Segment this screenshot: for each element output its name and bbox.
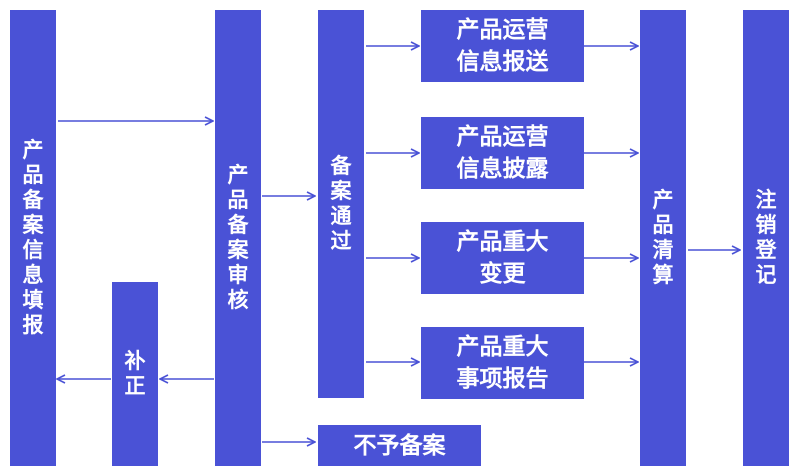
node-supplement: 补正 (112, 282, 158, 466)
node-liquidation: 产品清算 (640, 10, 686, 466)
node-filing-review: 产品备案审核 (215, 10, 261, 466)
node-liquidation-label: 产品清算 (652, 188, 674, 287)
node-filing-approved-label: 备案通过 (330, 154, 352, 253)
node-major-change: 产品重大 变更 (421, 222, 584, 294)
node-major-change-label: 产品重大 变更 (456, 229, 549, 287)
node-major-event-report-label: 产品重大 事项报告 (456, 334, 549, 392)
node-ops-info-disclosure: 产品运营 信息披露 (421, 117, 584, 189)
node-not-filed: 不予备案 (318, 425, 481, 466)
node-ops-info-report: 产品运营 信息报送 (421, 10, 584, 82)
node-deregistration: 注销登记 (743, 10, 789, 466)
node-deregistration-label: 注销登记 (755, 188, 777, 287)
node-filing-review-label: 产品备案审核 (227, 163, 249, 312)
node-supplement-label: 补正 (124, 349, 146, 398)
node-filing-approved: 备案通过 (318, 10, 364, 398)
node-filing-info-fill-label: 产品备案信息填报 (22, 138, 44, 337)
node-ops-info-report-label: 产品运营 信息报送 (456, 17, 549, 75)
node-filing-info-fill: 产品备案信息填报 (10, 10, 56, 466)
node-not-filed-label: 不予备案 (353, 432, 446, 459)
node-major-event-report: 产品重大 事项报告 (421, 327, 584, 399)
node-ops-info-disclosure-label: 产品运营 信息披露 (456, 124, 549, 182)
